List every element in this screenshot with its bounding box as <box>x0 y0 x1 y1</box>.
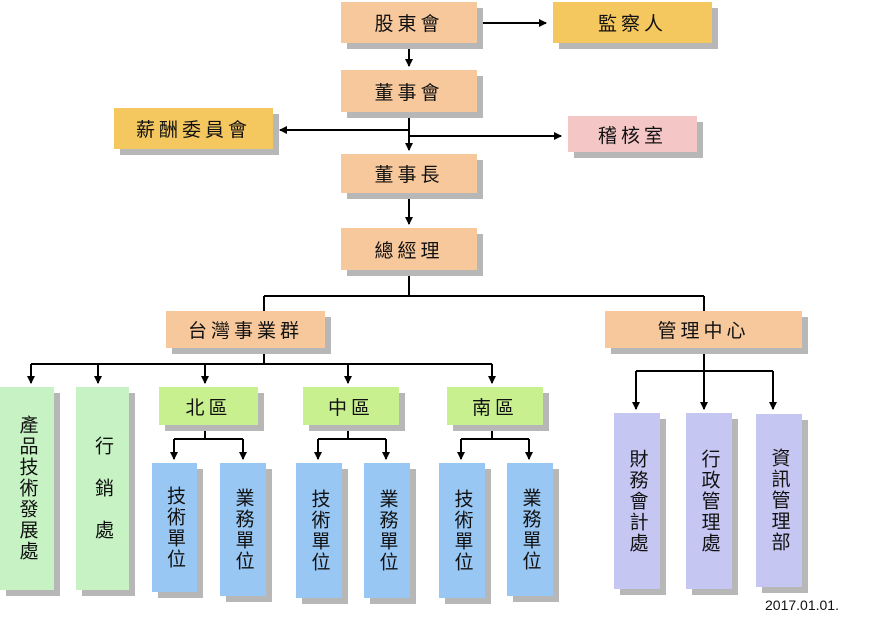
taiwan-group-box: 台灣事業群 <box>166 311 325 348</box>
compensation-committee-label: 薪酬委員會 <box>135 119 251 141</box>
north-tech-unit-box: 技術單位 <box>152 463 197 592</box>
taiwan-group-label: 台灣事業群 <box>187 320 303 342</box>
general-manager-label: 總經理 <box>374 239 444 262</box>
chairman-label: 董事長 <box>374 164 444 186</box>
audit-office-box: 稽核室 <box>568 116 697 152</box>
finance-accounting-label: 財務會計處 <box>626 448 649 554</box>
region-central-box: 中區 <box>303 387 399 425</box>
central-sales-unit-box: 業務單位 <box>364 463 410 598</box>
general-manager-box: 總經理 <box>341 228 477 270</box>
north-sales-unit-box: 業務單位 <box>220 463 266 596</box>
chairman-box: 董事長 <box>341 154 477 193</box>
admin-management-label: 行政管理處 <box>698 448 721 554</box>
shareholders-label: 股東會 <box>374 13 444 35</box>
supervisor-box: 監察人 <box>553 2 712 43</box>
south-sales-unit-box: 業務單位 <box>507 463 553 596</box>
region-central-label: 中區 <box>327 396 374 419</box>
compensation-committee-box: 薪酬委員會 <box>114 108 273 149</box>
north-sales-unit-label: 業務單位 <box>232 487 255 572</box>
region-north-label: 北區 <box>185 396 232 419</box>
region-south-box: 南區 <box>447 387 543 425</box>
admin-management-box: 行政管理處 <box>686 413 732 589</box>
central-tech-unit-box: 技術單位 <box>296 463 342 598</box>
marketing-label: 行 銷 處 <box>92 436 114 541</box>
south-sales-unit-label: 業務單位 <box>519 487 542 572</box>
chart-date: 2017.01.01. <box>765 597 839 613</box>
audit-office-label: 稽核室 <box>597 124 667 147</box>
product-rnd-box: 產品技術發展處 <box>0 387 54 590</box>
south-tech-unit-box: 技術單位 <box>439 463 485 598</box>
it-management-box: 資訊管理部 <box>756 414 802 587</box>
marketing-box: 行 銷 處 <box>76 387 129 590</box>
region-south-label: 南區 <box>471 396 518 419</box>
finance-accounting-box: 財務會計處 <box>614 413 660 589</box>
board-box: 董事會 <box>341 70 477 112</box>
central-tech-unit-label: 技術單位 <box>308 488 331 573</box>
supervisor-label: 監察人 <box>597 13 667 35</box>
central-sales-unit-label: 業務單位 <box>376 488 399 573</box>
north-tech-unit-label: 技術單位 <box>164 485 186 570</box>
management-center-label: 管理中心 <box>657 320 750 342</box>
shareholders-box: 股東會 <box>341 2 477 43</box>
product-rnd-label: 產品技術發展處 <box>16 415 39 562</box>
south-tech-unit-label: 技術單位 <box>451 488 474 573</box>
region-north-box: 北區 <box>159 387 258 425</box>
board-label: 董事會 <box>374 81 444 104</box>
management-center-box: 管理中心 <box>605 311 802 348</box>
it-management-label: 資訊管理部 <box>768 448 791 553</box>
